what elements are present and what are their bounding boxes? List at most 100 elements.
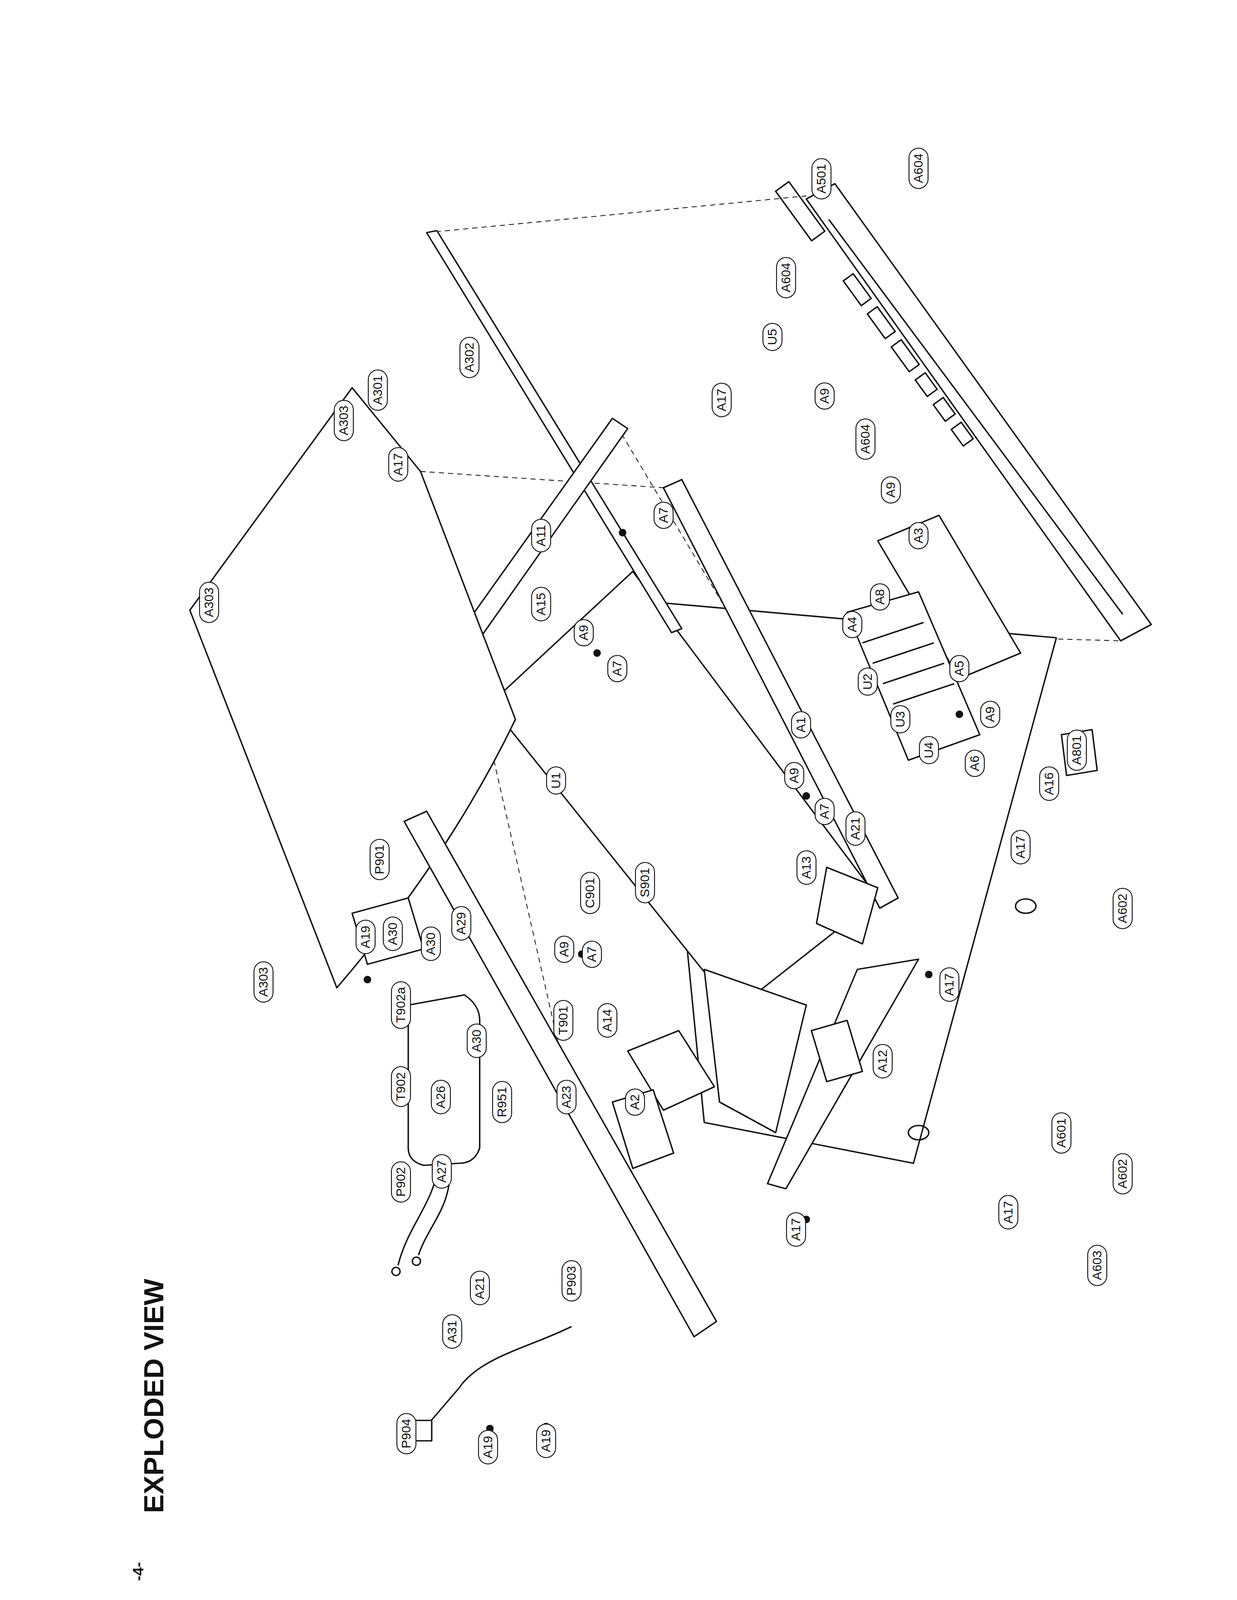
side-rail <box>663 479 899 909</box>
callout-number: A17 <box>786 1212 807 1247</box>
callout-number: A21 <box>845 811 866 846</box>
callout-number: A31 <box>442 1314 463 1350</box>
callout-number: A7 <box>814 797 835 826</box>
screw <box>364 976 371 983</box>
callout-number: S901 <box>635 862 656 904</box>
callout-number: A30 <box>382 916 403 952</box>
callout-number: A801 <box>1066 729 1087 771</box>
callout-number: A9 <box>554 935 575 963</box>
callout-number: A2 <box>624 1088 645 1116</box>
panel-line <box>828 219 1123 615</box>
button <box>891 339 920 372</box>
parts-drawing <box>190 181 1152 1442</box>
callout-number: P904 <box>396 1413 416 1455</box>
callout-number: A604 <box>855 418 876 460</box>
callout-number: A12 <box>872 1044 893 1079</box>
callout-number: T902a <box>391 981 411 1030</box>
callout-number: A17 <box>938 967 959 1003</box>
screw <box>803 792 810 800</box>
side-rail <box>454 418 628 654</box>
callout-number: A9 <box>880 476 901 504</box>
callout-number: A9 <box>814 382 835 410</box>
callout-number: A7 <box>653 501 674 529</box>
callout-number: A19 <box>477 1430 498 1465</box>
callout-number: A15 <box>530 586 551 622</box>
button <box>915 372 938 397</box>
callout-number: A27 <box>431 1154 452 1189</box>
callout-number: A602 <box>1112 1153 1133 1195</box>
callout-number: U3 <box>889 705 910 734</box>
callout-number: P902 <box>391 1161 411 1203</box>
callout-number: A4 <box>842 611 863 639</box>
callout-number: A17 <box>1010 830 1031 865</box>
callout-number: A602 <box>1112 887 1133 929</box>
screw <box>925 971 933 978</box>
callout-number: A6 <box>964 749 985 778</box>
foot <box>1015 899 1037 914</box>
callout-number: A603 <box>1087 1244 1108 1286</box>
bracket <box>816 867 878 945</box>
handle <box>408 995 480 1166</box>
callout-number: T901 <box>553 1000 574 1042</box>
coil-lines <box>862 622 955 705</box>
callout-number: R951 <box>492 1081 513 1124</box>
callout-number: A29 <box>451 906 472 941</box>
mechanism <box>847 591 981 761</box>
screw <box>594 650 601 657</box>
callout-number: U5 <box>762 322 783 352</box>
callout-number: A30 <box>420 926 441 962</box>
callout-number: P901 <box>369 838 390 881</box>
callout-number: P903 <box>561 1260 582 1302</box>
callout-number: U1 <box>546 766 567 795</box>
callout-number: A8 <box>869 583 890 611</box>
callout-number: A601 <box>1051 1112 1072 1154</box>
callout-number: A9 <box>979 700 1000 729</box>
screw <box>956 711 963 718</box>
page-number: -4- <box>128 1562 147 1582</box>
callout-number: A11 <box>530 518 551 553</box>
button <box>951 422 973 446</box>
screw <box>619 529 626 537</box>
plug <box>412 1257 421 1266</box>
panel-buttons <box>775 181 975 448</box>
callout-number: A5 <box>949 655 970 683</box>
callout-number: A501 <box>811 157 832 200</box>
callout-number: A1 <box>791 710 812 739</box>
callout-number: A7 <box>607 655 628 683</box>
callout-number: A9 <box>783 762 804 790</box>
callout-number: A604 <box>775 256 796 299</box>
knob <box>1061 729 1098 776</box>
callout-number: A303 <box>333 399 354 441</box>
button <box>867 306 896 339</box>
page-title: EXPLODED VIEW <box>136 1279 170 1514</box>
callout-number: A17 <box>711 382 732 418</box>
callout-number: U4 <box>918 736 939 765</box>
callout-number: A19 <box>355 919 376 955</box>
callout-number: A301 <box>367 369 388 411</box>
callout-number: A7 <box>581 940 602 969</box>
callout-number: A21 <box>469 1271 490 1306</box>
callout-number: A3 <box>908 522 929 550</box>
callout-number: C901 <box>579 871 600 915</box>
callout-number: A303 <box>253 961 274 1003</box>
callout-number: A30 <box>466 1023 487 1059</box>
guide-line <box>420 471 664 489</box>
front-panel <box>806 183 1152 641</box>
callout-number: A17 <box>387 447 408 482</box>
callout-number: T902 <box>391 1066 411 1108</box>
guide-lines <box>190 195 1121 1103</box>
button <box>933 397 955 422</box>
callout-number: A13 <box>796 850 817 885</box>
callout-number: A302 <box>459 336 480 378</box>
callout-number: A303 <box>199 581 220 623</box>
rear-panel <box>404 811 717 1338</box>
callout-number: U2 <box>857 667 878 696</box>
screws <box>364 529 1101 1433</box>
switch <box>811 1020 863 1082</box>
front-strip <box>426 230 683 634</box>
callout-number: A604 <box>908 147 929 190</box>
callout-number: A26 <box>430 1080 451 1115</box>
bracket <box>704 969 807 1134</box>
callout-number: A16 <box>1039 766 1060 802</box>
